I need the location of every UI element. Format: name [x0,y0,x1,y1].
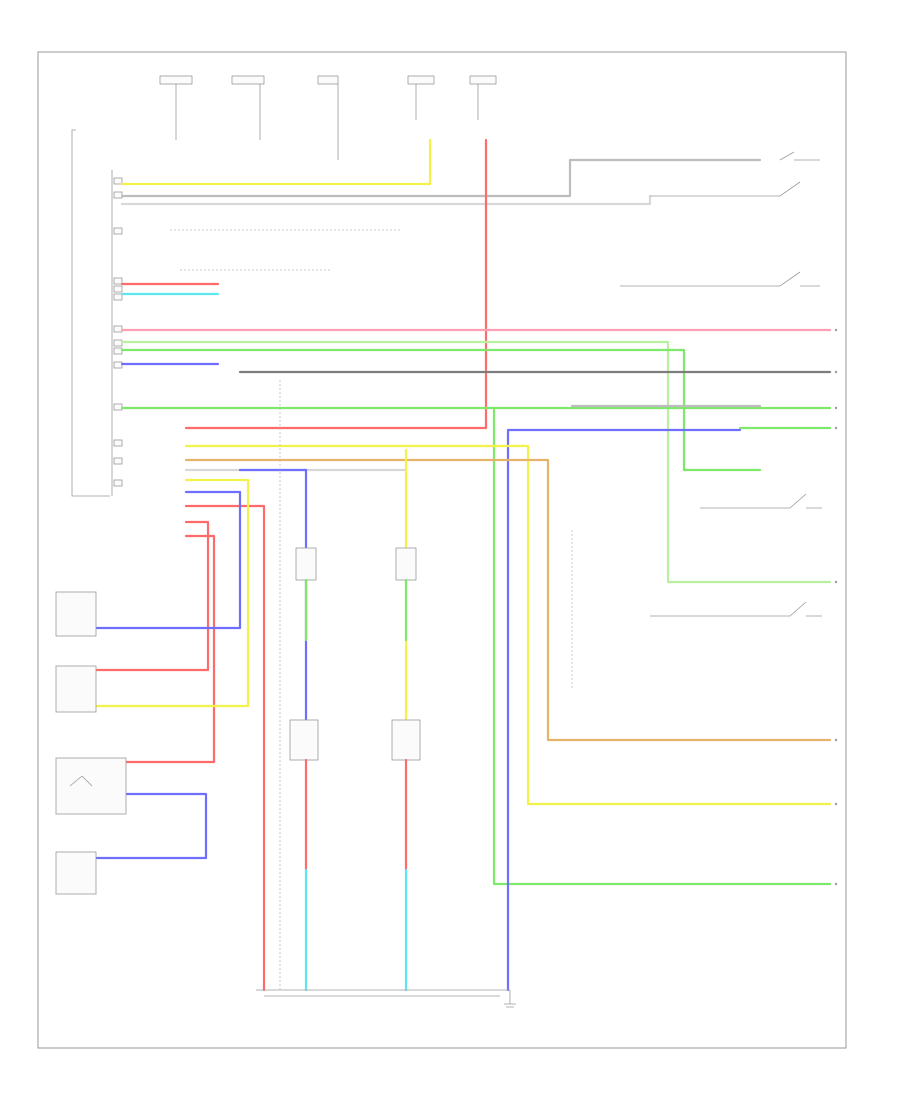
terminal-3 [834,406,838,410]
wire-red-drop-1 [184,504,266,992]
left-components [55,478,266,992]
top-source-2-marker [231,75,265,85]
wire-gray-top [120,158,762,198]
module-pin-2 [113,191,123,199]
right-door-switch-lower [391,719,421,761]
module-pin-8 [113,339,123,347]
module-pin-3 [113,227,123,235]
wire-blue-long [506,428,742,992]
wire-green-1 [120,348,762,472]
luggage-light-component [55,851,97,895]
module-pin-14 [113,479,123,487]
center-switches [289,547,421,992]
wire-yellow-long [184,444,832,806]
body-control-module [71,129,123,497]
terminal-2 [834,370,838,374]
front-left-door-switch [700,493,822,509]
terminal-5 [834,580,838,584]
module-pin-11 [113,403,123,411]
ground-bus [256,989,516,1008]
terminal-8 [834,882,838,886]
wire-white-top [120,194,652,206]
module-pin-9 [113,347,123,355]
ground-symbol [504,990,516,1008]
diagram-frame [37,51,847,1049]
top-source-5-marker [469,75,497,85]
wire-brown-long [184,458,832,742]
module-bracket [71,129,110,497]
wire-green-drop [492,406,832,886]
terminal-4 [834,426,838,430]
module-pin-4 [113,277,123,285]
front-right-door-switch [650,601,822,617]
wire-red-drop-3 [124,534,216,764]
wire-red-fuse [184,138,488,430]
instrument-panel-light-component [55,591,97,637]
module-pin-12 [113,439,123,447]
top-source-1-marker [159,75,193,85]
right-switches [170,151,822,990]
module-pin-10 [113,361,123,369]
rear-right-door-switch [650,151,820,197]
top-source-4-marker [407,75,435,85]
module-pin-6 [113,293,123,301]
left-illumination-component [55,665,97,713]
terminal-6 [834,738,838,742]
module-pin-5 [113,285,123,293]
terminal-7 [834,802,838,806]
wire-red-drop-2 [94,520,210,672]
rear-left-door-switch [620,271,820,287]
right-terminals [834,328,838,886]
dome-light-switch-symbol [69,775,93,787]
top-power-sources [159,75,497,160]
wire-lightgreen-1 [120,340,832,584]
right-door-switch-upper [395,547,417,581]
left-door-switch-upper [295,547,317,581]
left-door-switch-lower [289,719,319,761]
module-pin-1 [113,177,123,185]
wire-yellow-drop [94,478,250,708]
dome-light-component [55,757,127,815]
module-pin-7 [113,325,123,333]
terminal-1 [834,328,838,332]
top-source-3-marker [317,75,339,85]
wire-blue-drop [94,490,242,630]
wire-yellow-top [120,138,432,186]
wire-blue-loop [94,792,208,860]
wire-harness [120,138,832,992]
module-pin-13 [113,457,123,465]
